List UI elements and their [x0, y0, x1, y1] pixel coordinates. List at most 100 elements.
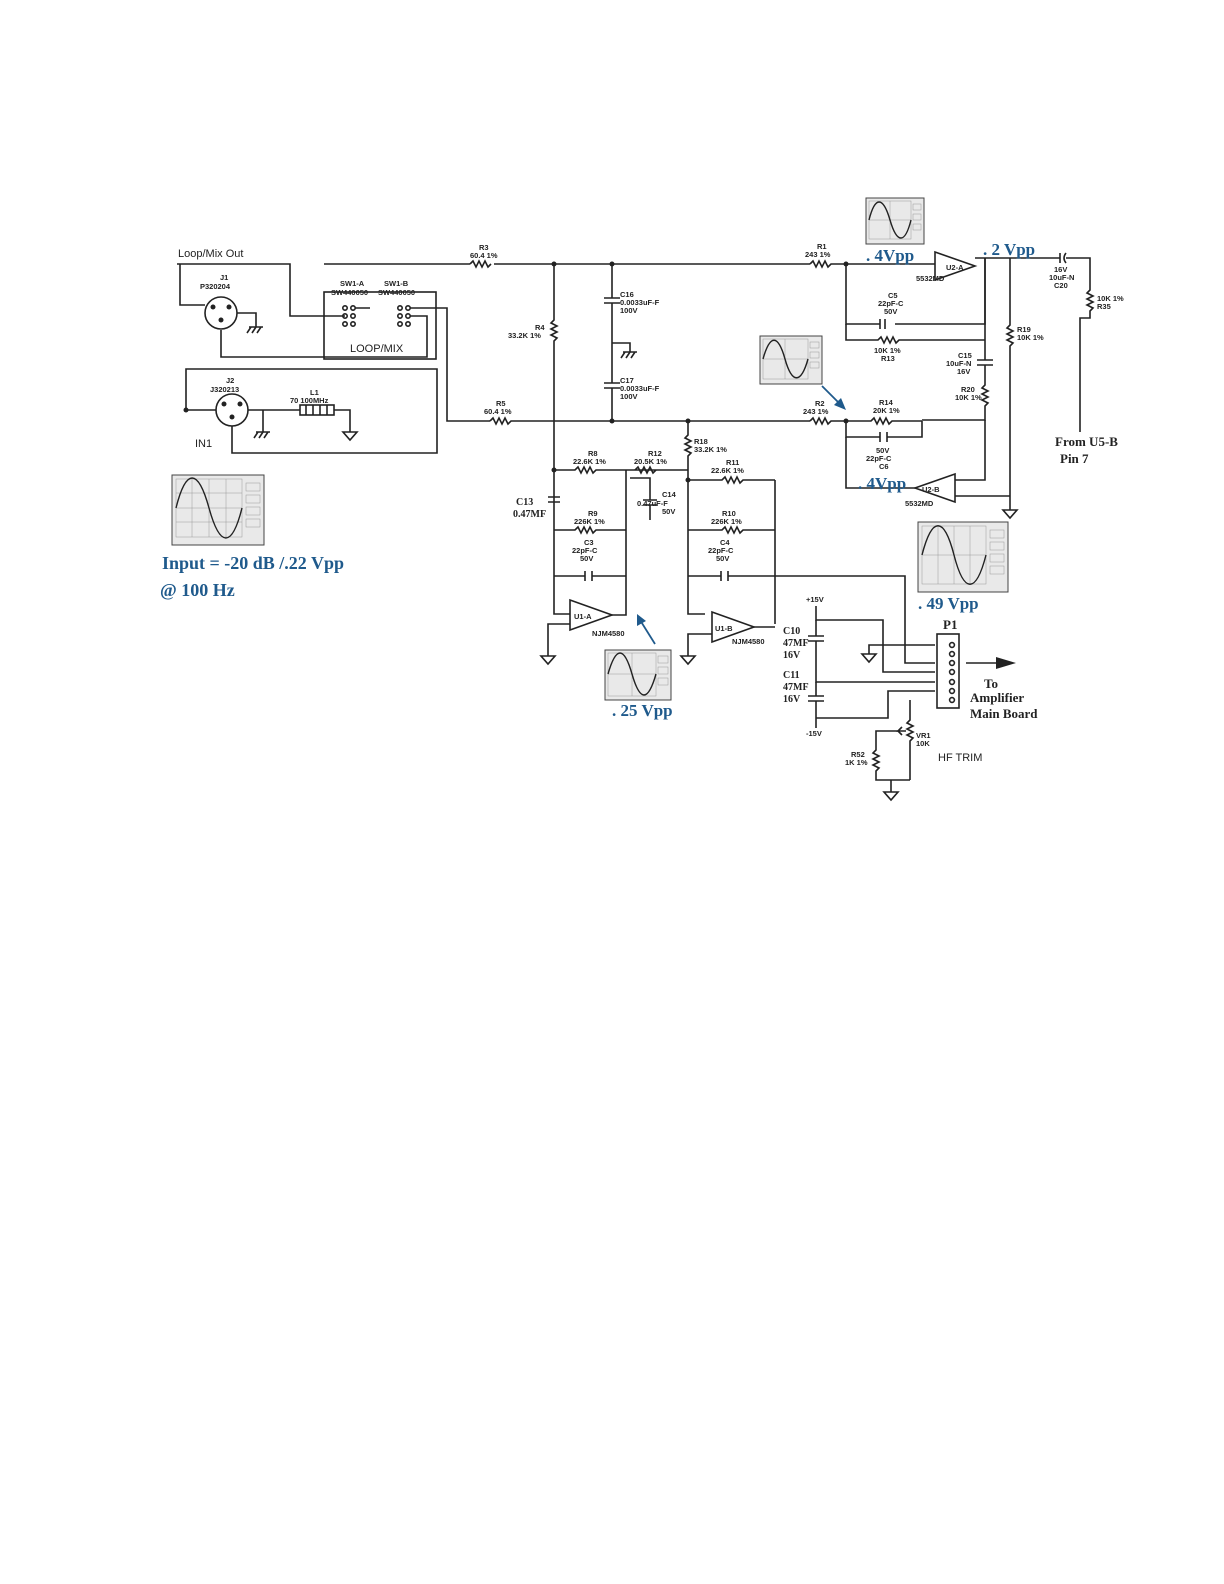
r10-val: 226K 1% [711, 517, 742, 526]
c6-val: 22pF-C [866, 454, 892, 463]
input-level-annotation: Input = -20 dB /.22 Vpp [162, 553, 344, 573]
r35-val: 10K 1% [1097, 294, 1124, 303]
input-frequency-annotation: @ 100 Hz [160, 580, 235, 600]
c17-val: 0.0033uF-F [620, 384, 660, 393]
c15-ref: C15 [958, 351, 972, 360]
c3-ref: C3 [584, 538, 594, 547]
r12-ref: R12 [648, 449, 662, 458]
l1-val: 70 100MHz [290, 396, 329, 405]
c17-ref: C17 [620, 376, 634, 385]
r8-val: 22.6K 1% [573, 457, 606, 466]
c20-v: 16V [1054, 265, 1067, 274]
pin7-label: Pin 7 [1060, 451, 1089, 466]
r3-ref: R3 [479, 243, 489, 252]
vr1-wiper [896, 726, 906, 736]
r1-ref: R1 [817, 242, 827, 251]
signal-ground-u1a [539, 655, 557, 666]
scope-p1-out [917, 521, 1009, 593]
j1-pin1-ground-wire [237, 312, 257, 327]
p1-output-arrow [996, 657, 1016, 669]
c5-ref: C5 [888, 291, 898, 300]
sw1b-ref: SW1-B [384, 279, 409, 288]
scope-u1a-out [604, 649, 672, 701]
r5-val: 60.4 1% [484, 407, 512, 416]
p1-pins [948, 641, 956, 704]
c16-val: 0.0033uF-F [620, 298, 660, 307]
r11-val: 22.6K 1% [711, 466, 744, 475]
u2b-annotation-arrow [834, 398, 846, 410]
c10-val: 47MF [783, 638, 809, 649]
r19-val: 10K 1% [1017, 333, 1044, 342]
r13-ref: R13 [881, 354, 895, 363]
r19-resistor [1005, 258, 1015, 510]
u1b-part: NJM4580 [732, 637, 765, 646]
vr1-val: 10K [916, 739, 930, 748]
r4-ref: R4 [535, 323, 545, 332]
u1b-output-to-p1 [774, 480, 935, 664]
signal-ground-vr1 [882, 780, 900, 802]
signal-ground-p1 [860, 653, 878, 664]
u2a-label: U2-A [946, 263, 964, 272]
r3-val: 60.4 1% [470, 251, 498, 260]
u1b-opamp [711, 610, 757, 644]
u2b-input-annotation: . 4Vpp [858, 474, 906, 493]
c3-v: 50V [580, 554, 593, 563]
r11-ref: R11 [726, 458, 739, 467]
j1-ref: J1 [220, 273, 228, 282]
vr1-pot [905, 700, 915, 780]
r9-ref: R9 [588, 509, 598, 518]
c15-v: 16V [957, 367, 970, 376]
r8-ref: R8 [588, 449, 598, 458]
loop-mix-out-label: Loop/Mix Out [178, 248, 243, 260]
u1a-annotation-arrow [637, 614, 646, 626]
u2a-opamp [934, 250, 978, 282]
r52-val: 1K 1% [845, 758, 868, 767]
r13-val: 10K 1% [874, 346, 901, 355]
scope-u2b-in [759, 335, 823, 385]
c3-cap [584, 571, 593, 581]
r2-ref: R2 [815, 399, 825, 408]
scope-u2a-in [865, 197, 925, 245]
r3-resistor [469, 259, 492, 269]
r20-val: 10K 1% [955, 393, 982, 402]
c20-val: 10uF-N [1049, 273, 1074, 282]
sw1b-contacts [396, 304, 411, 327]
r8-r12-chain [554, 465, 688, 475]
r52-resistor [871, 730, 910, 781]
signal-ground-1 [341, 431, 359, 442]
j2-pin2-wire [185, 368, 438, 454]
r18-val: 33.2K 1% [694, 445, 727, 454]
r5-ref: R5 [496, 399, 506, 408]
in1-label: IN1 [195, 438, 212, 450]
signal-ground-r19 [1001, 509, 1019, 520]
c14-cap [630, 477, 657, 520]
c11-cap [808, 682, 824, 728]
r14-ref: R14 [879, 398, 894, 407]
u1a-left-wire [553, 470, 570, 615]
plus15-label: +15V [806, 595, 824, 604]
c5-cap [879, 319, 886, 329]
c10-ref: C10 [783, 626, 800, 637]
c5-v: 50V [884, 307, 897, 316]
sw1b-to-r5-wire [410, 307, 490, 422]
c5-feedback [845, 258, 986, 325]
u2b-input-wires [955, 420, 1010, 497]
r5-and-lower-bus [489, 416, 810, 426]
c4-ref: C4 [720, 538, 730, 547]
r10-ref: R10 [722, 509, 736, 518]
c13-val: 0.47MF [513, 509, 546, 520]
c20-ref: C20 [1054, 281, 1068, 290]
u1a-part: NJM4580 [592, 629, 625, 638]
r2-r14-resistors [809, 416, 922, 426]
c14-v: 50V [662, 507, 675, 516]
amplifier-label: Amplifier [970, 690, 1024, 705]
u1a-opamp [569, 598, 615, 632]
r52-ref: R52 [851, 750, 865, 759]
l1-ref: L1 [310, 388, 319, 397]
scope-input [171, 474, 265, 546]
c3-val: 22pF-C [572, 546, 598, 555]
r9-resistor [554, 525, 626, 535]
r11-resistor [688, 475, 775, 485]
u2b-opamp [912, 472, 956, 504]
hf-trim-label: HF TRIM [938, 752, 982, 764]
